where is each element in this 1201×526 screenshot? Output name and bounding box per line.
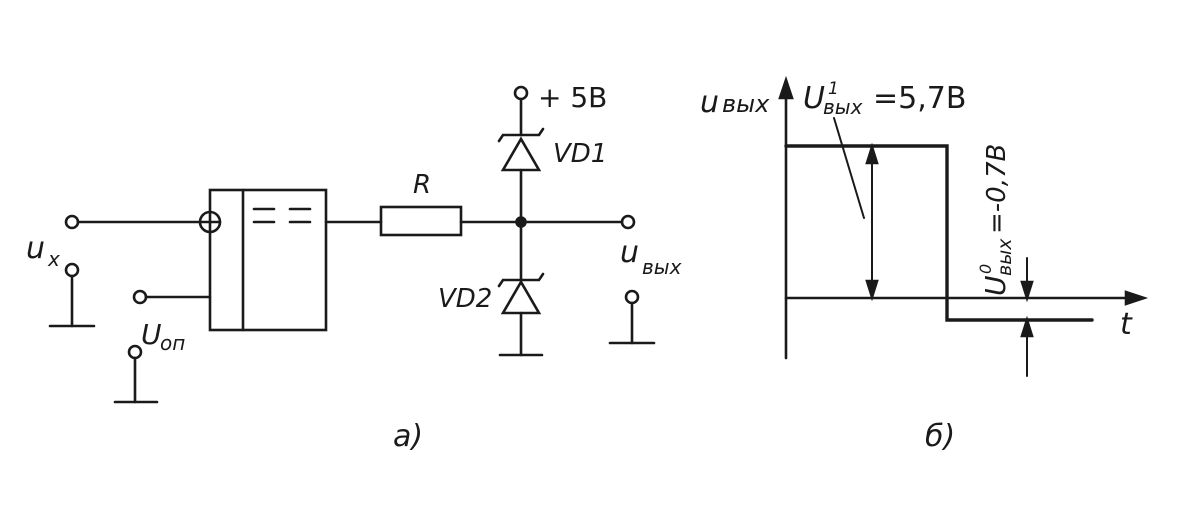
diode-vd2-label: VD2: [438, 284, 492, 314]
high-arrow-bottom: [865, 279, 879, 302]
low-label-sup: 0: [976, 264, 995, 274]
output-label: u: [620, 235, 639, 270]
output-ground-terminal: [624, 289, 640, 305]
low-level-label: U 0 вых =-0,7В: [976, 144, 1016, 296]
caption-b: б): [925, 419, 955, 454]
output-label-sub: вых: [642, 255, 682, 279]
y-axis-label-sub: вых: [722, 90, 770, 118]
low-arrow-down: [1020, 280, 1034, 303]
caption-a: a): [393, 419, 423, 454]
low-arrow-up: [1020, 315, 1034, 338]
y-axis-arrow: [778, 75, 794, 100]
high-label-sub: вых: [823, 95, 863, 119]
circuit-diagram: u x U оп R + 5В VD1 VD2 u вых a): [26, 81, 682, 454]
x-axis-arrow: [1124, 290, 1149, 306]
circuit-labels: u x U оп R + 5В VD1 VD2 u вых a): [26, 81, 682, 454]
waveform-labels: u вых t U 1 вых =5,7В U 0 вых =-0,7В б): [700, 79, 1133, 454]
output-pulse: [784, 144, 1094, 322]
ref-label-sub: оп: [160, 331, 185, 355]
diode-vd1-label: VD1: [553, 139, 607, 169]
high-label-leader: [833, 117, 865, 219]
high-arrow-top: [865, 142, 879, 165]
output-terminal: [620, 214, 636, 230]
high-label-sup: 1: [828, 79, 839, 99]
resistor-r: [379, 205, 463, 237]
low-label-value: =-0,7В: [982, 144, 1012, 234]
y-axis-label: u: [700, 85, 719, 120]
comparator-block: [208, 188, 328, 332]
ref-ground-terminal: [127, 344, 143, 360]
input-label: u: [26, 231, 45, 266]
input-terminal: [64, 214, 80, 230]
diode-vd2: [497, 220, 545, 357]
low-label-main: U: [979, 276, 1012, 297]
input-label-sub: x: [47, 247, 60, 271]
high-label-main: U: [803, 81, 825, 116]
supply-label: + 5В: [538, 81, 607, 114]
comparator-equal-symbol: [252, 207, 312, 224]
high-label-value: =5,7В: [873, 81, 966, 116]
low-label-sub: вых: [994, 238, 1016, 276]
waveform-plot: u вых t U 1 вых =5,7В U 0 вых =-0,7В б): [700, 75, 1149, 454]
input-ground-terminal: [64, 262, 80, 278]
resistor-label: R: [413, 170, 431, 200]
diode-vd1: [497, 127, 545, 224]
supply-terminal: [513, 85, 529, 101]
ref-label: U: [141, 318, 162, 351]
ref-terminal: [132, 289, 148, 305]
x-axis-label: t: [1120, 307, 1133, 342]
